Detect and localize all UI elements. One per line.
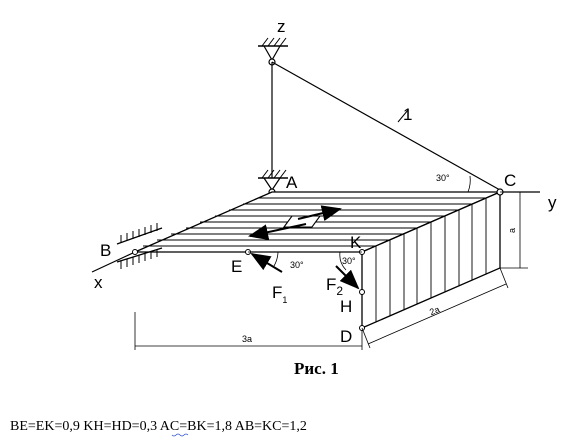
support-A	[258, 169, 288, 196]
label-dim-3a: 3a	[242, 334, 252, 344]
label-E: E	[231, 257, 242, 276]
rod-1	[271, 61, 501, 191]
dimension-a	[500, 191, 528, 269]
label-rod-1: 1	[403, 105, 412, 124]
figure-caption: Рис. 1	[294, 359, 339, 378]
label-F2: F2	[326, 275, 343, 298]
label-H: H	[340, 297, 352, 316]
label-x: x	[94, 273, 103, 292]
label-y: y	[548, 193, 557, 212]
ceiling-support-top	[258, 37, 288, 66]
angle-arc-E	[273, 251, 279, 267]
moment-couple	[248, 205, 342, 241]
label-A: A	[286, 173, 298, 192]
dimension-2a	[361, 267, 509, 349]
label-angle-E: 30°	[290, 260, 304, 270]
vertical-plate-hatching	[375, 198, 487, 322]
label-B: B	[100, 241, 111, 260]
angle-arc-K	[339, 251, 347, 271]
rod-1-leader	[397, 109, 409, 123]
label-C: C	[504, 171, 516, 190]
support-B	[116, 223, 163, 269]
problem-conditions: BE=EK=0,9 KH=HD=0,3 AC=BK=1,8 AB=KC=1,2	[10, 419, 307, 434]
dimension-3a	[134, 312, 363, 350]
force-F1-arrow	[250, 252, 283, 273]
x-axis	[91, 251, 136, 273]
label-K: K	[350, 233, 362, 252]
label-dim-2a: 2a	[428, 304, 441, 317]
label-D: D	[340, 327, 352, 346]
spell-underline	[171, 433, 189, 437]
label-F1: F1	[272, 283, 287, 305]
point-H	[359, 289, 365, 295]
label-z: z	[277, 17, 286, 36]
label-dim-a: a	[507, 228, 517, 233]
force-F2-arrow	[335, 265, 360, 290]
label-angle-K: 30°	[342, 256, 356, 266]
label-angle-C: 30°	[436, 173, 450, 183]
angle-arc-C	[467, 175, 471, 193]
